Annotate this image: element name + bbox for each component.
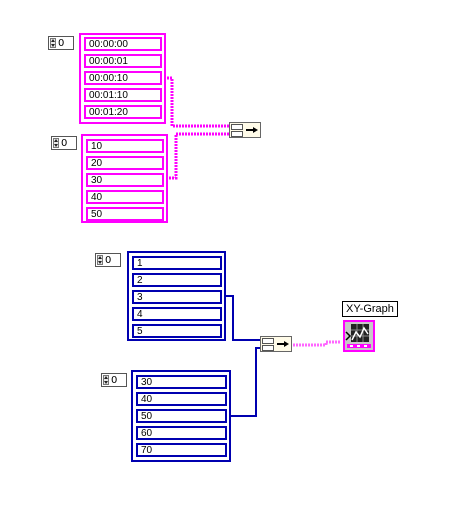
wire-time-to-bundle[interactable] (164, 76, 230, 128)
xy-graph-label[interactable]: XY-Graph (342, 301, 398, 317)
index-spinner-icon[interactable] (50, 38, 56, 48)
y-array-1-cell[interactable]: 50 (86, 207, 164, 221)
y-array-1[interactable]: 10 20 30 40 50 (81, 134, 168, 223)
x-array-2-cell[interactable]: 4 (132, 307, 222, 321)
bundle-arrow-icon (246, 127, 258, 133)
time-array-index[interactable]: 0 (48, 36, 74, 50)
index-spinner-icon[interactable] (53, 138, 59, 148)
y-array-1-index-value: 0 (61, 138, 68, 149)
y-array-2-index-value: 0 (111, 375, 118, 386)
y-array-2[interactable]: 30 40 50 60 70 (131, 370, 231, 462)
bundle-node-2[interactable] (260, 336, 292, 352)
time-array-cell[interactable]: 00:00:10 (84, 71, 162, 85)
xy-graph-terminal[interactable] (343, 320, 375, 352)
wire-y1-to-bundle[interactable] (166, 132, 230, 180)
x-array-2-cell[interactable]: 5 (132, 324, 222, 338)
y-array-2-index[interactable]: 0 (101, 373, 127, 387)
bundle-input-slot[interactable] (262, 345, 274, 351)
wire-bundle-to-graph[interactable] (293, 340, 340, 347)
time-array-cell[interactable]: 00:00:01 (84, 54, 162, 68)
y-array-1-cell[interactable]: 30 (86, 173, 164, 187)
y-array-2-cell[interactable]: 60 (136, 426, 227, 440)
bundle-input-slot[interactable] (231, 124, 243, 130)
time-array-index-value: 0 (58, 38, 65, 49)
xy-graph-icon (345, 324, 371, 348)
bundle-node-1[interactable] (229, 122, 261, 138)
bundle-input-slot[interactable] (231, 131, 243, 137)
x-array-2[interactable]: 1 2 3 4 5 (127, 251, 226, 341)
x-array-2-index[interactable]: 0 (95, 253, 121, 267)
x-array-2-cell[interactable]: 2 (132, 273, 222, 287)
bundle-input-slot[interactable] (262, 338, 274, 344)
time-array[interactable]: 00:00:00 00:00:01 00:00:10 00:01:10 00:0… (79, 33, 166, 124)
y-array-1-cell[interactable]: 40 (86, 190, 164, 204)
y-array-2-cell[interactable]: 30 (136, 375, 227, 389)
y-array-2-cell[interactable]: 70 (136, 443, 227, 457)
time-array-cell[interactable]: 00:00:00 (84, 37, 162, 51)
y-array-2-cell[interactable]: 50 (136, 409, 227, 423)
time-array-cell[interactable]: 00:01:10 (84, 88, 162, 102)
wire-y2-to-bundle[interactable] (231, 347, 261, 417)
y-array-1-cell[interactable]: 20 (86, 156, 164, 170)
x-array-2-cell[interactable]: 3 (132, 290, 222, 304)
y-array-1-index[interactable]: 0 (51, 136, 77, 150)
wire-x2-to-bundle[interactable] (226, 295, 261, 341)
bundle-arrow-icon (277, 341, 289, 347)
time-array-cell[interactable]: 00:01:20 (84, 105, 162, 119)
x-array-2-index-value: 0 (105, 255, 112, 266)
x-array-2-cell[interactable]: 1 (132, 256, 222, 270)
y-array-2-cell[interactable]: 40 (136, 392, 227, 406)
index-spinner-icon[interactable] (103, 375, 109, 385)
index-spinner-icon[interactable] (97, 255, 103, 265)
y-array-1-cell[interactable]: 10 (86, 139, 164, 153)
